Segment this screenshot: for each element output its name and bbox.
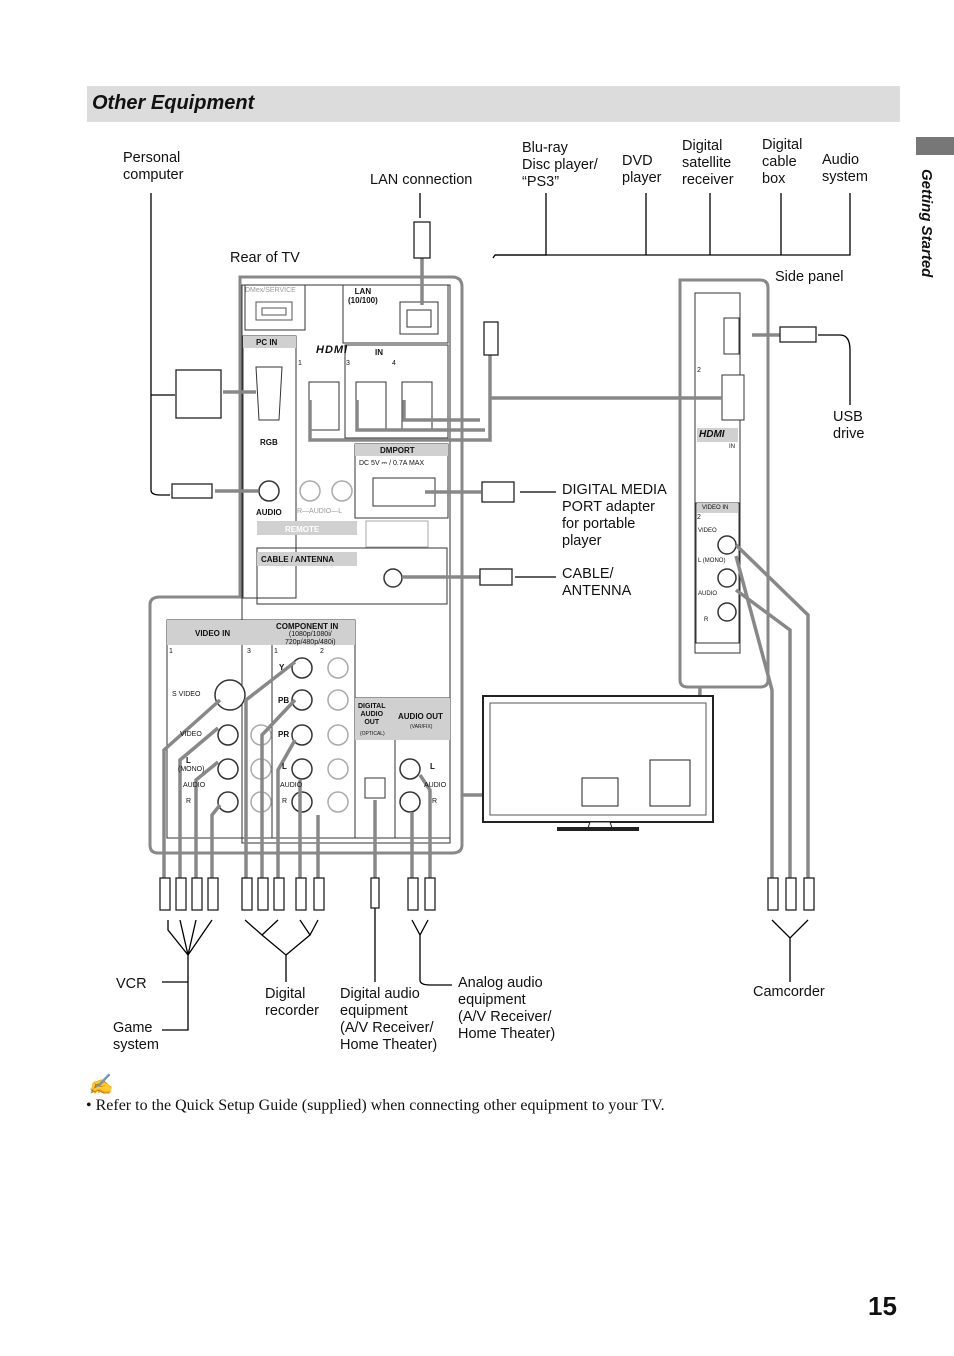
pc-audio-label: AUDIO <box>256 508 282 517</box>
r-label: R <box>186 798 192 805</box>
s-video-label: S VIDEO <box>172 691 201 698</box>
component-2: 2 <box>320 648 324 655</box>
label-lan-connection: LAN connection <box>370 172 473 188</box>
label-digital-recorder: Digital recorder <box>265 986 319 1019</box>
pr-label: PR <box>278 730 290 739</box>
var-fix-label: (VAR/FIX) <box>410 724 433 730</box>
pb-label: PB <box>278 696 290 705</box>
remote-label: REMOTE <box>285 525 320 534</box>
label-digital-audio-equipment: Digital audio equipment (A/V Receiver/ H… <box>340 986 438 1053</box>
label-digital-satellite: Digital satellite receiver <box>682 138 734 188</box>
label-game-system: Game system <box>113 1020 159 1053</box>
side-audio-label: AUDIO <box>698 591 718 597</box>
label-bluray: Blu-ray Disc player/ “PS3” <box>522 140 598 190</box>
label-audio-system: Audio system <box>822 152 868 185</box>
component-res-label: (1080p/1080i/ 720p/480p/480i) <box>285 631 336 646</box>
out-audio-label: AUDIO <box>424 782 447 789</box>
side-video-in-label: VIDEO IN <box>702 505 729 511</box>
r-audio-l-label: R—AUDIO—L <box>297 508 343 515</box>
comp-audio-label: AUDIO <box>280 782 303 789</box>
side-hdmi-port-2: 2 <box>697 367 701 374</box>
label-side-panel: Side panel <box>775 269 844 285</box>
page-number: 15 <box>868 1291 897 1321</box>
mono-label: (MONO) <box>178 766 205 773</box>
dmex-service-label: DMex/SERVICE <box>245 287 296 294</box>
side-hdmi-logo: HDMI <box>699 429 725 440</box>
note-text: • Refer to the Quick Setup Guide (suppli… <box>86 1097 665 1114</box>
side-video-label: VIDEO <box>698 528 717 534</box>
hdmi-port-3: 3 <box>346 360 350 367</box>
hdmi-in-label: IN <box>375 348 383 357</box>
section-banner <box>87 86 900 122</box>
video-in-label: VIDEO IN <box>195 629 231 638</box>
audio-out-label: AUDIO OUT <box>398 712 443 721</box>
page-title: Other Equipment <box>92 92 255 114</box>
component-in-label: COMPONENT IN <box>276 622 339 631</box>
audio-lr-label: AUDIO <box>183 782 206 789</box>
side-l-mono-label: L (MONO) <box>698 558 726 564</box>
video-label: VIDEO <box>180 731 202 738</box>
label-rear-of-tv: Rear of TV <box>230 250 300 266</box>
out-l-label: L <box>430 762 435 771</box>
hdmi-logo: HDMI <box>316 344 349 356</box>
hdmi-port-4: 4 <box>392 360 396 367</box>
out-r-label: R <box>432 798 438 805</box>
video-in-1: 1 <box>169 648 173 655</box>
label-analog-audio-equipment: Analog audio equipment (A/V Receiver/ Ho… <box>458 975 556 1042</box>
label-dvd: DVD player <box>622 153 662 186</box>
hdmi-port-1: 1 <box>298 360 302 367</box>
dc-label: DC 5V ⎓ / 0.7A MAX <box>359 460 425 467</box>
comp-r-label: R <box>282 798 288 805</box>
label-vcr: VCR <box>116 976 147 992</box>
video-in-3: 3 <box>247 648 251 655</box>
label-digital-cable: Digital cable box <box>762 137 803 187</box>
side-hdmi-in-label: IN <box>729 444 735 450</box>
side-r-label: R <box>704 617 709 623</box>
dmport-label: DMPORT <box>380 446 415 455</box>
label-camcorder: Camcorder <box>753 984 825 1000</box>
label-personal-computer: Personal computer <box>123 150 184 183</box>
label-usb-drive: USB drive <box>833 409 865 442</box>
lan-port-label: LAN (10/100) <box>348 287 378 305</box>
component-1: 1 <box>274 648 278 655</box>
cable-antenna-port-label: CABLE / ANTENNA <box>261 555 335 564</box>
side-two-label: 2 <box>697 514 701 521</box>
rgb-label: RGB <box>260 438 278 447</box>
y-label: Y <box>279 663 285 672</box>
pc-in-label: PC IN <box>256 338 278 347</box>
digital-audio-out-label: DIGITAL AUDIO OUT <box>358 703 386 726</box>
comp-l-label: L <box>282 762 287 771</box>
optical-label: (OPTICAL) <box>360 731 385 737</box>
note-icon: ✍ <box>88 1074 113 1096</box>
side-tab-marker <box>916 137 954 155</box>
label-dmport-adapter: DIGITAL MEDIA PORT adapter for portable … <box>562 482 667 549</box>
l-label: L <box>186 756 191 765</box>
label-cable-antenna: CABLE/ ANTENNA <box>562 566 632 599</box>
